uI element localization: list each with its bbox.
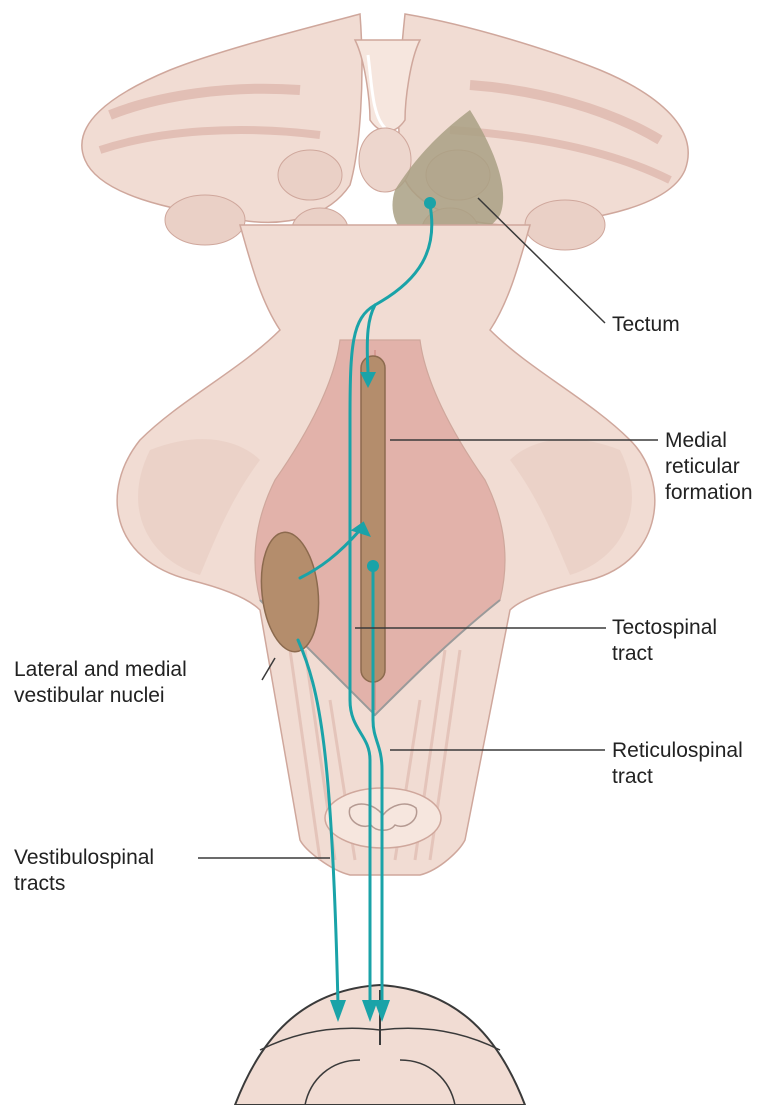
medial-reticular-formation-label-line-1: Medial: [665, 428, 753, 454]
tectum-label: Tectum: [612, 312, 680, 338]
vestibulospinal-tracts-label: Vestibulospinal tracts: [14, 845, 154, 897]
tectospinal-tract-label-line-1: Tectospinal: [612, 615, 717, 641]
tectum-origin-dot: [424, 197, 436, 209]
vestibulospinal-tracts-label-line-1: Vestibulospinal: [14, 845, 154, 871]
reticulospinal-tract-label: Reticulospinal tract: [612, 738, 743, 790]
vestibular-nuclei-label: Lateral and medial vestibular nuclei: [14, 657, 187, 709]
medial-reticular-formation-label-line-3: formation: [665, 480, 753, 506]
tectospinal-tract-label: Tectospinal tract: [612, 615, 717, 667]
midbrain-lobes: [82, 14, 688, 225]
left-lateral-lobule: [165, 195, 245, 245]
vestibulospinal-tracts-label-line-2: tracts: [14, 871, 154, 897]
vestibular-nuclei-label-line-1: Lateral and medial: [14, 657, 187, 683]
reticular-origin-dot: [367, 560, 379, 572]
medial-reticular-formation-label-line-2: reticular: [665, 454, 753, 480]
vestibular-nuclei-label-line-2: vestibular nuclei: [14, 683, 187, 709]
right-lateral-lobule: [525, 200, 605, 250]
medial-reticular-formation-label: Medial reticular formation: [665, 428, 753, 506]
tectospinal-tract-label-line-2: tract: [612, 641, 717, 667]
reticulospinal-tract-label-line-1: Reticulospinal: [612, 738, 743, 764]
left-colliculus-upper: [278, 150, 342, 200]
tectum-label-line-1: Tectum: [612, 312, 680, 338]
reticulospinal-tract-label-line-2: tract: [612, 764, 743, 790]
